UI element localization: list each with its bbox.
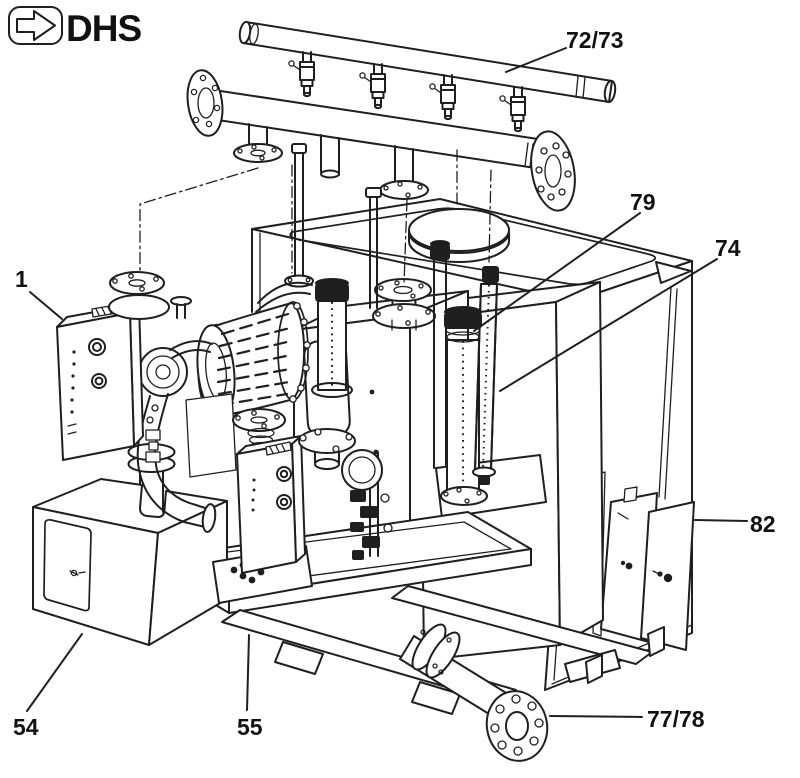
valve-train [350, 490, 393, 560]
flue-collar [408, 208, 510, 263]
burner-assembly-1 [56, 271, 237, 533]
callout-label-55: 55 [237, 714, 263, 740]
oval-flange [232, 408, 286, 432]
hand-valve [170, 296, 192, 319]
burner-control-box-1 [56, 302, 144, 461]
casing-foot [647, 626, 665, 657]
callout-label-74: 74 [715, 235, 741, 261]
alignment-lines [139, 149, 492, 297]
callout-label-54: 54 [13, 714, 39, 740]
callout-label-79: 79 [630, 189, 656, 215]
callout-label-1: 1 [15, 266, 28, 292]
top-header-pipe [238, 20, 617, 104]
callout-leader-77-78 [549, 715, 643, 718]
arrow-right-icon [16, 10, 56, 41]
callout-label-82: 82 [750, 511, 776, 537]
return-pipe [399, 623, 549, 762]
manifold-stubs [233, 123, 429, 200]
casing-foot [585, 654, 603, 684]
callout-leader-82 [694, 519, 748, 522]
callout-leader-54 [26, 633, 83, 712]
callout-leader-72-73 [505, 47, 567, 73]
rail-foot [411, 681, 461, 715]
brand-logo-text: DHS [66, 8, 141, 49]
corrugated-hose-thin [472, 266, 499, 485]
flange-right [530, 130, 576, 212]
callout-leader-79 [473, 212, 641, 332]
callout-labels: 1 72/73 79 74 82 54 55 77/78 [13, 27, 776, 740]
corrugated-hose-left [311, 278, 353, 398]
dip-pipes [291, 143, 450, 469]
flange-left [186, 69, 224, 137]
burner-control-box-2 [236, 435, 306, 574]
brand-logo: DHS [8, 6, 142, 49]
callout-leader-1 [29, 291, 63, 320]
rail-foot [274, 641, 324, 675]
callout-leader-74 [499, 258, 718, 392]
manifold-pipe [186, 69, 576, 212]
burner-top-flange-2 [298, 428, 356, 470]
callout-leaders [26, 47, 748, 718]
callout-label-77-78: 77/78 [647, 706, 705, 732]
callout-label-72-73: 72/73 [566, 27, 624, 53]
burner-assembly-2 [212, 408, 393, 604]
pipe-flange [485, 690, 549, 762]
callout-leader-55 [246, 634, 250, 711]
burner-flange-stack-1 [108, 271, 170, 320]
corner-bracket [655, 261, 692, 284]
